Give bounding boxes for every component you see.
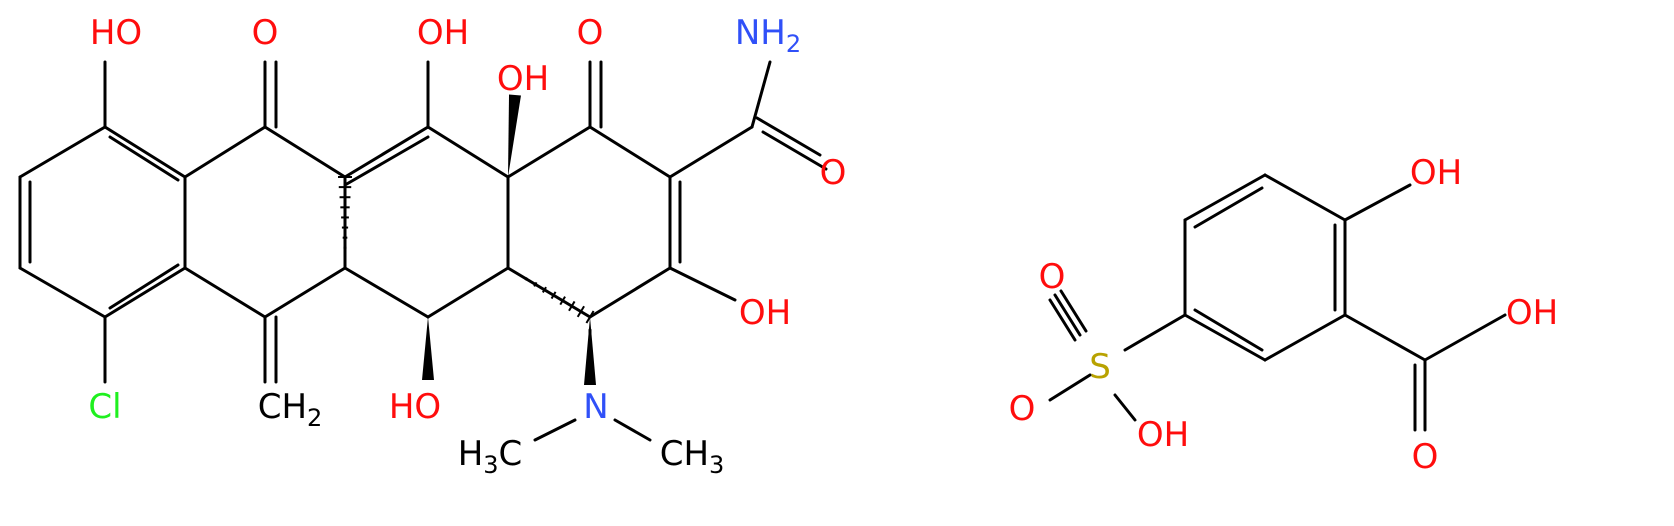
wedge-bond-oh xyxy=(508,94,521,177)
bond xyxy=(1343,183,1412,222)
double-bond-line xyxy=(1059,289,1088,333)
double-bond-line xyxy=(1193,186,1264,229)
bond xyxy=(1263,313,1347,362)
bond xyxy=(1113,393,1137,422)
bond xyxy=(1343,313,1427,362)
double-bond-line xyxy=(108,263,180,310)
atom-label-oh-quaternary: OH xyxy=(497,59,549,99)
bond xyxy=(1183,173,1267,222)
atom-label-o-ketone-right: O xyxy=(577,13,604,53)
double-bond-line xyxy=(343,135,430,187)
atom-label-oh-top-left: HO xyxy=(90,13,142,53)
bond xyxy=(1048,373,1092,402)
bond xyxy=(1123,313,1187,352)
bond xyxy=(506,125,592,179)
bond xyxy=(1423,313,1507,362)
bond xyxy=(18,125,107,179)
bond xyxy=(1183,313,1267,362)
bond xyxy=(18,266,107,319)
bond-layer xyxy=(18,60,1507,442)
bond xyxy=(506,266,592,319)
bond xyxy=(103,125,187,179)
atom-label-ss-cooh-o: O xyxy=(1412,437,1439,477)
wedge-bond-oh-bottom xyxy=(422,317,434,380)
double-bond-line xyxy=(108,135,180,182)
double-bond-line xyxy=(1053,293,1082,337)
atom-label-oh-top-mid: OH xyxy=(417,13,469,53)
bond xyxy=(343,266,430,319)
bond xyxy=(343,125,430,179)
atom-label-ss-oh-bottom: OH xyxy=(1137,415,1189,455)
atom-label-ch3-left: H3C xyxy=(458,434,523,479)
bond xyxy=(588,266,672,319)
atom-label-oh-enol: OH xyxy=(739,293,791,333)
bond xyxy=(103,266,187,319)
atom-label-cl: Cl xyxy=(88,387,121,427)
atom-label-nh2: NH2 xyxy=(735,13,801,58)
bond xyxy=(750,60,772,129)
atom-label-n-dimethyl: N xyxy=(583,387,608,427)
atom-label-o-amide: O xyxy=(820,153,847,193)
bond xyxy=(613,418,652,442)
bond xyxy=(426,125,510,179)
bond xyxy=(588,125,672,179)
bond xyxy=(263,125,347,179)
bond xyxy=(183,125,267,179)
double-bond-line xyxy=(761,130,828,171)
bond xyxy=(1263,173,1347,222)
double-bond-line xyxy=(1193,308,1264,352)
bond xyxy=(668,125,754,179)
atom-label-ch2: CH2 xyxy=(258,387,323,432)
bond xyxy=(263,266,347,319)
atom-label-ss-o-top: O xyxy=(1039,257,1066,297)
atom-label-ss-s: S xyxy=(1089,347,1111,387)
bond xyxy=(1048,298,1077,342)
bond xyxy=(668,266,737,302)
bond xyxy=(183,266,267,319)
hash-bond-ring xyxy=(338,176,352,259)
bond xyxy=(426,266,510,319)
atom-label-ch3-right: CH3 xyxy=(660,434,725,479)
bond xyxy=(533,418,577,442)
atom-label-ss-oh-top: OH xyxy=(1410,153,1462,193)
atom-label-ss-o-left: O xyxy=(1009,389,1036,429)
hash-bond-ring-d xyxy=(515,272,595,324)
wedge-bond-n xyxy=(584,317,596,385)
double-bond-line xyxy=(755,116,822,157)
atom-label-oh-bottom: HO xyxy=(389,387,441,427)
atom-label-ss-cooh-oh: OH xyxy=(1506,293,1558,333)
atom-label-o-ketone-left: O xyxy=(252,13,279,53)
